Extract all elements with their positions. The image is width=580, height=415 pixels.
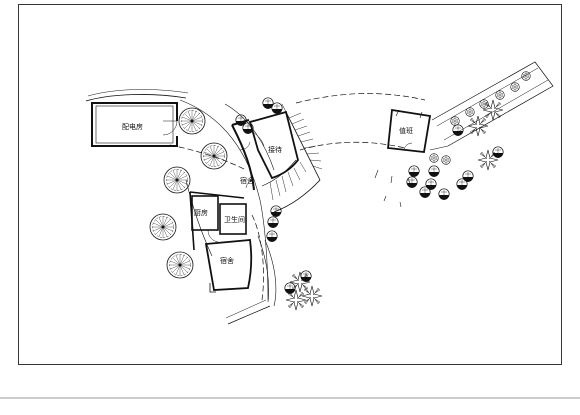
label-bathroom: 卫生间 [224,215,245,224]
label-duty: 值班 [399,126,413,135]
planting-border [429,61,554,151]
label-substation: 配电房 [122,122,143,131]
shrubs [235,97,504,243]
border-shrubs [429,71,531,165]
sheet-border [18,4,562,365]
scattered-dashes [374,169,411,208]
label-dorm-lower: 宿舍 [220,256,234,265]
round-trees [149,107,228,279]
label-reception: 接待 [268,145,282,154]
curved-path [169,93,426,301]
reception-block [248,103,323,213]
star-plants [284,99,504,311]
label-dorm-upper: 宿舍 [240,176,254,185]
substation-room [85,89,189,147]
duty-room [387,108,432,153]
label-kitchen: 厨房 [194,208,208,217]
